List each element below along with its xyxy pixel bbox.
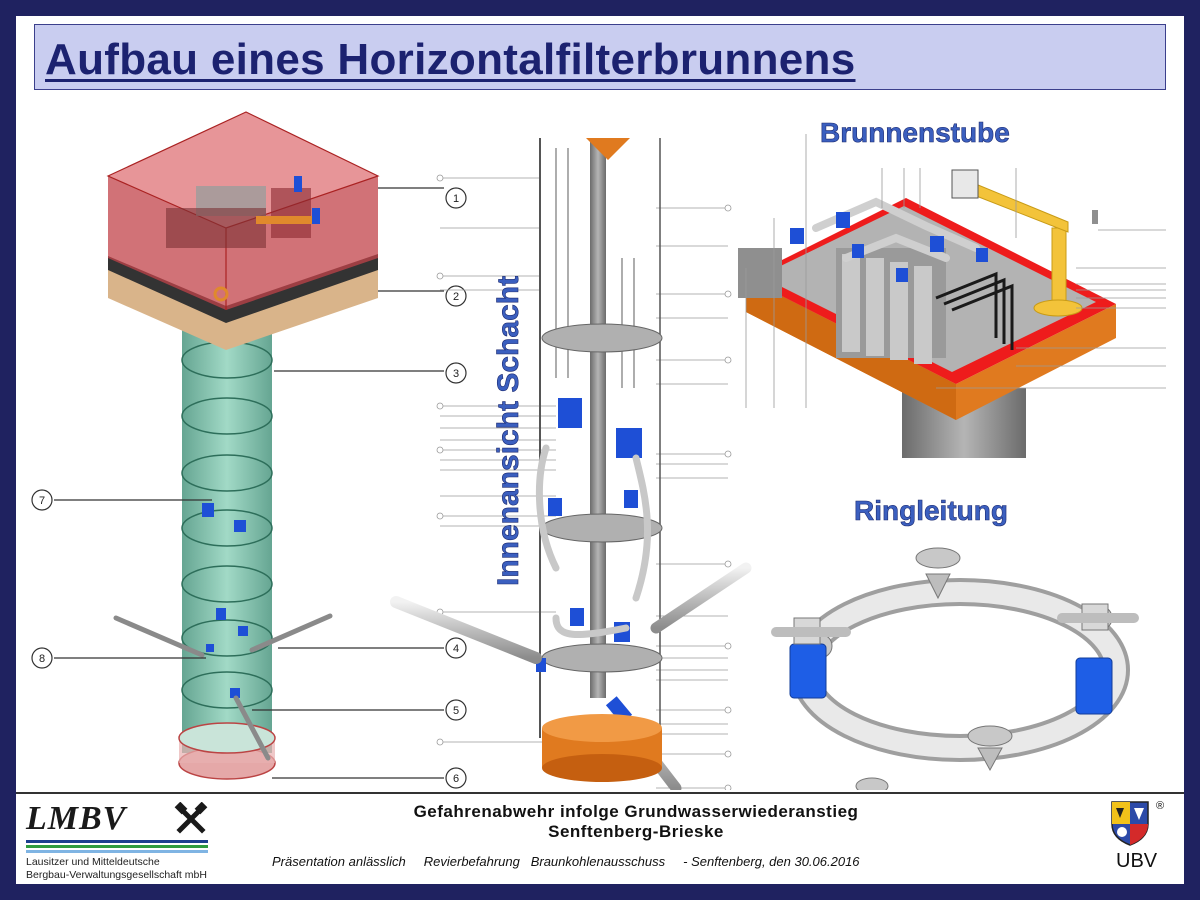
shaft-pumps: [202, 503, 248, 698]
ringleitung-heading: Ringleitung: [854, 495, 1008, 526]
innenansicht-heading: Innenansicht Schacht: [492, 276, 525, 586]
brunnenstube-heading: Brunnenstube: [820, 117, 1010, 148]
ubv-logo: ® UBV: [1110, 800, 1170, 880]
footer-title-line1: Gefahrenabwehr infolge Grundwasserwieder…: [413, 802, 859, 821]
callout-8-label: 8: [39, 653, 45, 665]
registered-mark: ®: [1156, 800, 1165, 812]
callout-5: 5: [445, 699, 467, 721]
ringleitung-view: Ringleitung: [771, 495, 1139, 790]
callout-markers: 1 2 3 7 8 4 5 6: [31, 187, 467, 789]
lmbv-subtitle-line2: Bergbau-Verwaltungsgesellschaft mbH: [26, 869, 207, 881]
footer-title-block: Gefahrenabwehr infolge Grundwasserwieder…: [246, 802, 1026, 842]
callout-2: 2: [445, 285, 467, 307]
callout-4-label: 4: [453, 643, 459, 655]
slide-title: Aufbau eines Horizontalfilterbrunnens: [45, 35, 856, 84]
ubv-wordmark: UBV: [1116, 850, 1158, 872]
callout-3: 3: [445, 362, 467, 384]
figure-area: 1 2 3 7 8 4 5 6: [16, 98, 1184, 790]
interior-pumps: [536, 398, 642, 740]
title-bar: Aufbau eines Horizontalfilterbrunnens: [34, 24, 1166, 90]
lmbv-subtitle-line1: Lausitzer und Mitteldeutsche: [26, 856, 160, 868]
callout-6: 6: [445, 767, 467, 789]
callout-7-label: 7: [39, 495, 45, 507]
callout-8: 8: [31, 647, 53, 669]
hammer-and-pick-icon: [174, 802, 208, 834]
callout-7: 7: [31, 489, 53, 511]
shaft-interior: Innenansicht Schacht: [390, 138, 752, 790]
footer: LMBV Lausitzer und Mitteldeutsche Bergba…: [16, 792, 1184, 884]
callout-4: 4: [445, 637, 467, 659]
footer-title-line2: Senftenberg-Brieske: [548, 822, 724, 841]
shaft-rings: [181, 341, 273, 709]
slide: Aufbau eines Horizontalfilterbrunnens: [16, 16, 1184, 884]
callout-3-label: 3: [453, 368, 459, 380]
coat-of-arms-icon: [1111, 801, 1149, 846]
callout-6-label: 6: [453, 773, 459, 785]
lmbv-logo: LMBV Lausitzer und Mitteldeutsche Bergba…: [26, 800, 226, 881]
filter-pipes: [113, 613, 333, 761]
callout-5-label: 5: [453, 705, 459, 717]
shaft-cylinder: [182, 328, 272, 753]
footer-presentation-info: Präsentation anlässlich Revierbefahrung …: [272, 854, 860, 869]
callout-1: 1: [445, 187, 467, 209]
callout-1-label: 1: [453, 193, 459, 205]
lmbv-wordmark: LMBV: [26, 800, 127, 837]
callout-2-label: 2: [453, 291, 459, 303]
well-drawing: 1 2 3 7 8 4 5 6: [31, 111, 1166, 790]
lmbv-stripes: [26, 840, 208, 855]
well-shaft-overview: 1 2 3 7 8 4 5 6: [31, 111, 467, 789]
brunnenstube-view: Brunnenstube: [738, 117, 1166, 458]
